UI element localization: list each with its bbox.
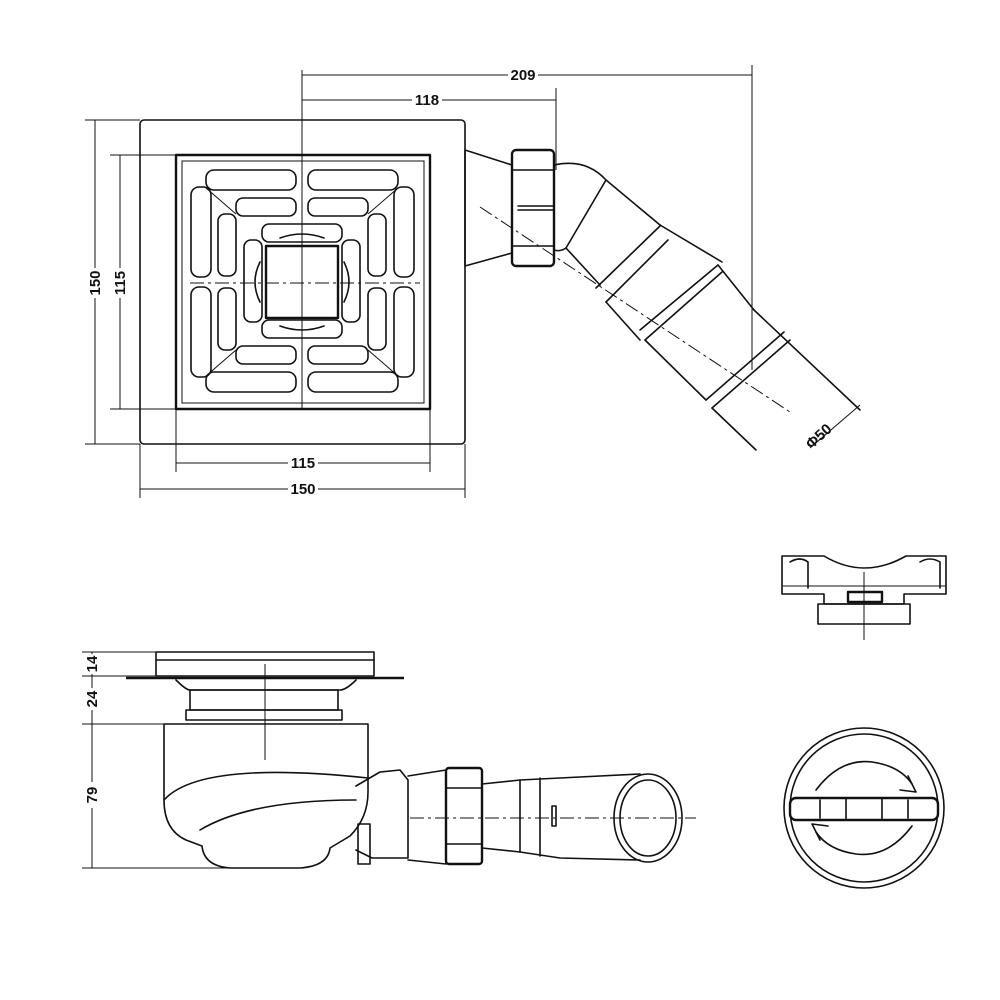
top-view-dimensions	[85, 65, 861, 498]
dim-150-horizontal: 150	[290, 481, 315, 498]
grate-pattern	[190, 169, 415, 393]
dim-118: 118	[415, 92, 439, 109]
outlet-pipe	[464, 148, 861, 451]
dim-79: 79	[84, 787, 101, 804]
inner-grate-rim	[181, 160, 425, 404]
top-view: 209 118 115 150 150 115 Φ50	[85, 65, 861, 498]
dim-115-horizontal: 115	[291, 455, 315, 472]
dim-24: 24	[84, 690, 101, 707]
cap-top-view	[783, 727, 945, 889]
dim-pipe-diameter: Φ50	[803, 421, 836, 453]
dim-209: 209	[510, 67, 535, 84]
dim-14: 14	[84, 655, 101, 672]
inner-grate-frame	[174, 153, 432, 411]
dim-115-vertical: 115	[112, 271, 129, 295]
side-view	[82, 651, 696, 869]
cap-side-view	[781, 555, 947, 640]
dim-150-vertical: 150	[87, 270, 104, 295]
